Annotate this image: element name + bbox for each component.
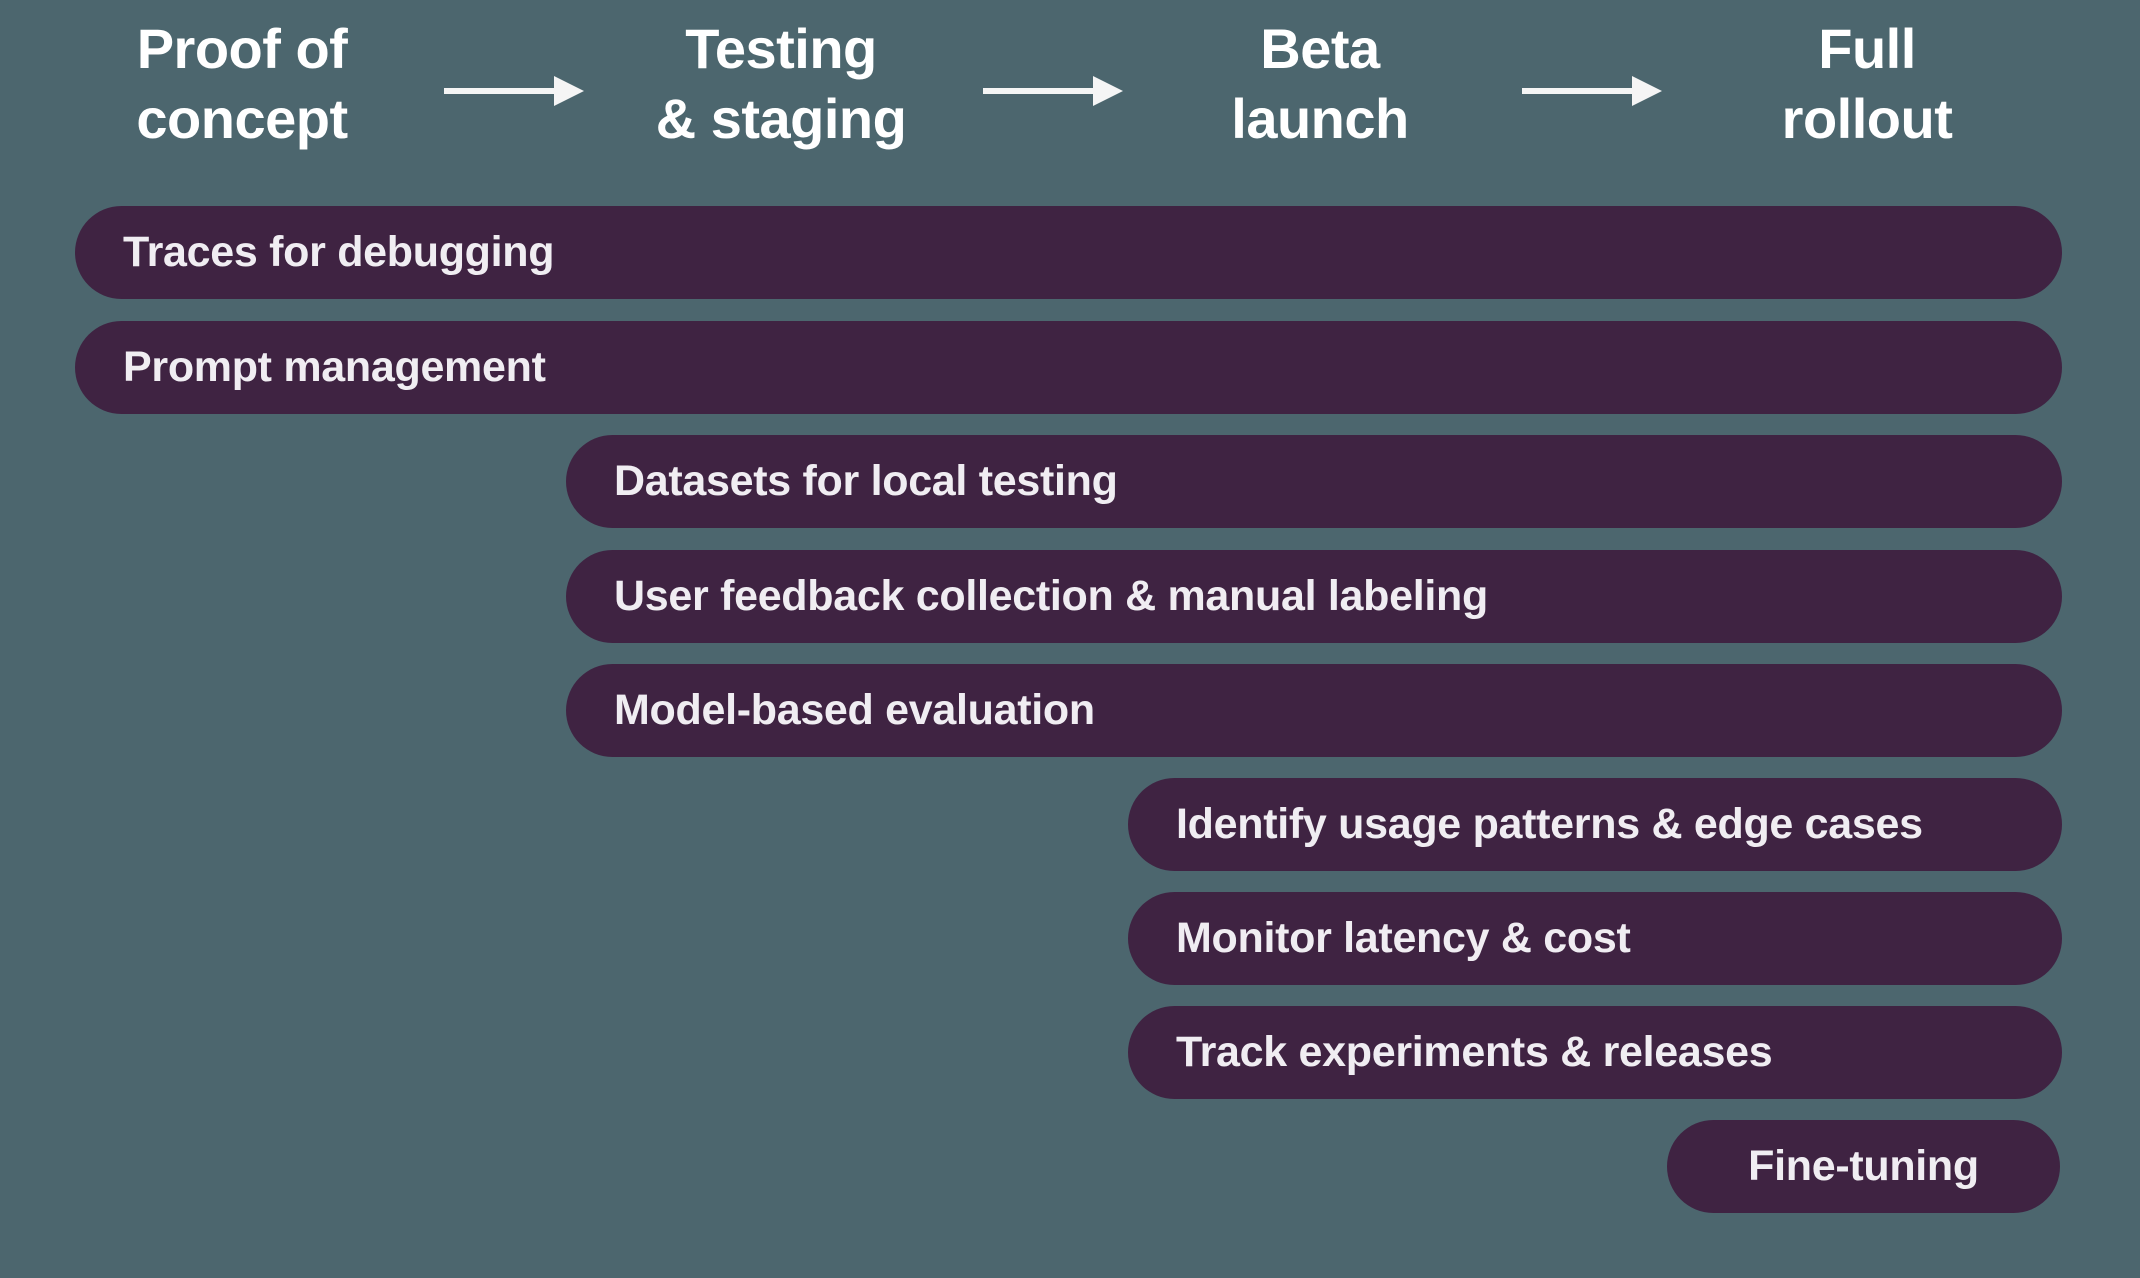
bar-prompt-management: Prompt management — [75, 321, 2062, 414]
bar-traces-for-debugging: Traces for debugging — [75, 206, 2062, 299]
stage-header-full-rollout: Full rollout — [1647, 14, 2087, 154]
bar-label: Traces for debugging — [123, 228, 555, 276]
stage-label-line: Beta — [1260, 17, 1380, 80]
bar-label: Track experiments & releases — [1176, 1028, 1773, 1076]
stage-label-line: rollout — [1781, 87, 1953, 150]
bar-label: Datasets for local testing — [614, 457, 1118, 505]
bar-track-experiments-releases: Track experiments & releases — [1128, 1006, 2062, 1099]
stage-header-proof-of-concept: Proof of concept — [22, 14, 462, 154]
stage-header-testing-staging: Testing & staging — [561, 14, 1001, 154]
bar-label: Prompt management — [123, 343, 546, 391]
stage-label-line: concept — [136, 87, 348, 150]
bar-monitor-latency-cost: Monitor latency & cost — [1128, 892, 2062, 985]
bar-label: Fine-tuning — [1748, 1142, 1979, 1190]
right-arrow-icon — [444, 76, 584, 106]
stage-label-line: Testing — [685, 17, 877, 80]
stage-header-beta-launch: Beta launch — [1100, 14, 1540, 154]
bar-user-feedback-collection: User feedback collection & manual labeli… — [566, 550, 2062, 643]
bar-fine-tuning: Fine-tuning — [1667, 1120, 2060, 1213]
right-arrow-icon — [1522, 76, 1662, 106]
bar-label: User feedback collection & manual labeli… — [614, 572, 1488, 620]
stage-label-line: Proof of — [136, 17, 348, 80]
stage-label-line: & staging — [655, 87, 907, 150]
bar-label: Identify usage patterns & edge cases — [1176, 800, 1923, 848]
bar-datasets-for-local-testing: Datasets for local testing — [566, 435, 2062, 528]
bar-model-based-evaluation: Model-based evaluation — [566, 664, 2062, 757]
bar-label: Monitor latency & cost — [1176, 914, 1631, 962]
bar-identify-usage-patterns: Identify usage patterns & edge cases — [1128, 778, 2062, 871]
bar-label: Model-based evaluation — [614, 686, 1095, 734]
stage-label-line: launch — [1231, 87, 1409, 150]
stage-label-line: Full — [1818, 17, 1916, 80]
right-arrow-icon — [983, 76, 1123, 106]
